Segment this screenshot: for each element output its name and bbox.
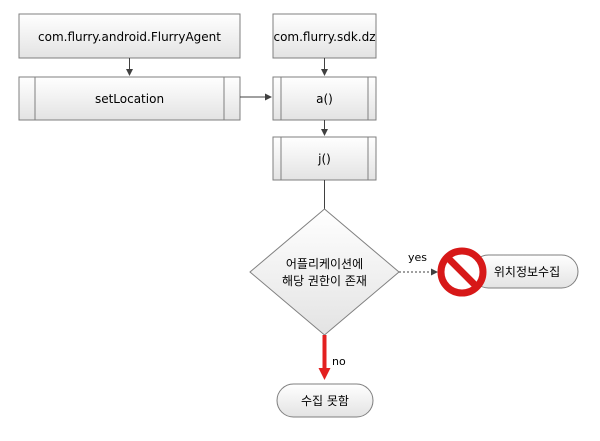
flurry-agent-label: com.flurry.android.FlurryAgent: [38, 30, 221, 44]
sdk-dz-label: com.flurry.sdk.dz: [273, 30, 375, 44]
not-collected-label: 수집 못함: [301, 394, 349, 408]
flurry-agent-box: com.flurry.android.FlurryAgent: [18, 13, 241, 59]
method-j-box: j(): [272, 136, 377, 181]
sdk-dz-box: com.flurry.sdk.dz: [272, 13, 377, 59]
yes-label: yes: [408, 251, 427, 264]
decision-line2: 해당 권한이 존재: [282, 274, 367, 288]
collect-location-label: 위치정보수집: [494, 265, 560, 279]
method-j-label: j(): [317, 152, 331, 166]
set-location-box: setLocation: [18, 76, 241, 121]
prohibited-icon: [437, 247, 487, 297]
collect-location-terminator: 위치정보수집: [471, 254, 579, 289]
no-label: no: [332, 355, 346, 368]
decision-line1: 어플리케이션에: [286, 257, 363, 271]
decision-diamond: 어플리케이션에 해당 권한이 존재: [249, 208, 400, 336]
set-location-label: setLocation: [95, 92, 164, 106]
not-collected-terminator: 수집 못함: [276, 383, 374, 418]
method-a-box: a(): [272, 76, 377, 121]
method-a-label: a(): [316, 92, 333, 106]
